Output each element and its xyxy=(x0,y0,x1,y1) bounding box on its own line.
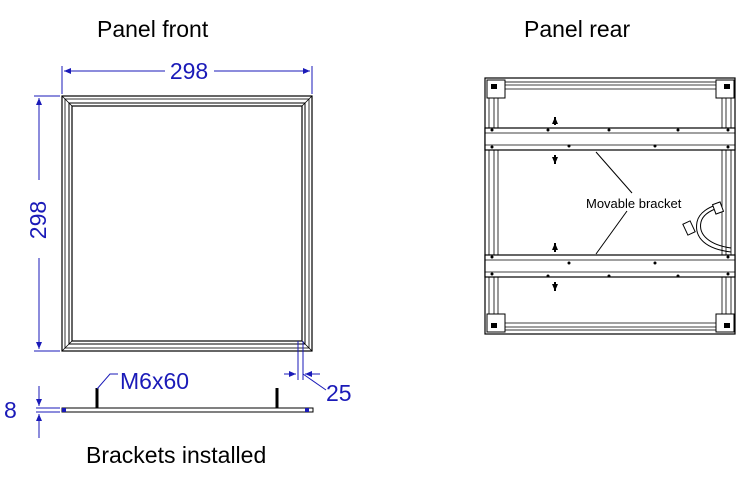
height-value: 298 xyxy=(25,201,51,239)
side-view: M6x60 xyxy=(61,368,314,413)
width-dimension: 298 xyxy=(61,58,313,94)
panel-rear-title: Panel rear xyxy=(524,16,630,42)
height-dimension: 298 xyxy=(25,95,60,352)
width-value: 298 xyxy=(170,58,208,84)
movable-bracket-callout: Movable bracket xyxy=(586,151,682,255)
panel-rear-view xyxy=(484,77,736,335)
panel-front-title: Panel front xyxy=(97,16,209,42)
panel-front-view xyxy=(61,95,313,352)
cable-connector-icon xyxy=(682,201,732,253)
movable-bracket-label: Movable bracket xyxy=(586,196,682,211)
thickness-dimension: 8 xyxy=(4,386,60,438)
screw-label: M6x60 xyxy=(120,368,189,394)
depth-dimension: 25 xyxy=(284,341,352,406)
thickness-value: 8 xyxy=(4,397,17,423)
brackets-installed-title: Brackets installed xyxy=(86,442,266,468)
depth-value: 25 xyxy=(326,380,352,406)
lower-bracket xyxy=(484,254,736,278)
upper-bracket xyxy=(484,127,736,151)
